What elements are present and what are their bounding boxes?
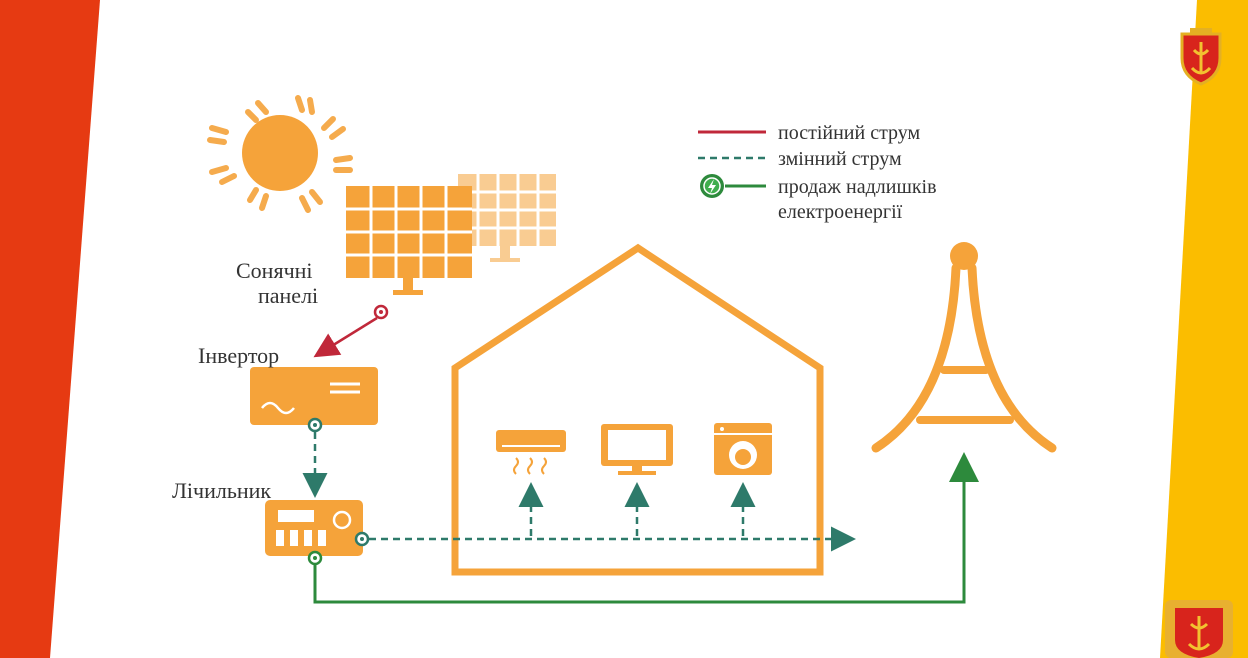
legend-surplus-line1: продаж надлишків	[778, 176, 937, 198]
solar-panel-icon	[458, 174, 556, 262]
inverter-icon	[250, 367, 378, 425]
sun-icon	[207, 95, 353, 213]
legend-direct-current: постійний струм	[778, 122, 921, 144]
house-icon	[451, 243, 824, 576]
right-band	[1160, 0, 1248, 658]
left-band	[0, 0, 100, 658]
meter-icon	[265, 500, 363, 556]
label-solar-panels-line2: панелі	[258, 283, 319, 308]
legend-alternating-current: змінний струм	[778, 148, 902, 170]
power-tower-icon	[871, 242, 1057, 453]
coat-of-arms-icon	[1180, 28, 1222, 86]
label-inverter: Інвертор	[198, 343, 280, 368]
washing-machine-icon	[714, 423, 772, 475]
label-meter: Лічильник	[172, 478, 272, 503]
tv-icon	[601, 424, 673, 475]
lightning-icon	[700, 174, 724, 198]
label-solar-panels-line1: Сонячні	[236, 258, 313, 283]
legend-surplus-line2: електроенергії	[778, 201, 903, 223]
air-conditioner-icon	[496, 430, 566, 475]
coat-of-arms-icon	[1165, 600, 1233, 658]
solar-panel-icon	[346, 186, 472, 295]
